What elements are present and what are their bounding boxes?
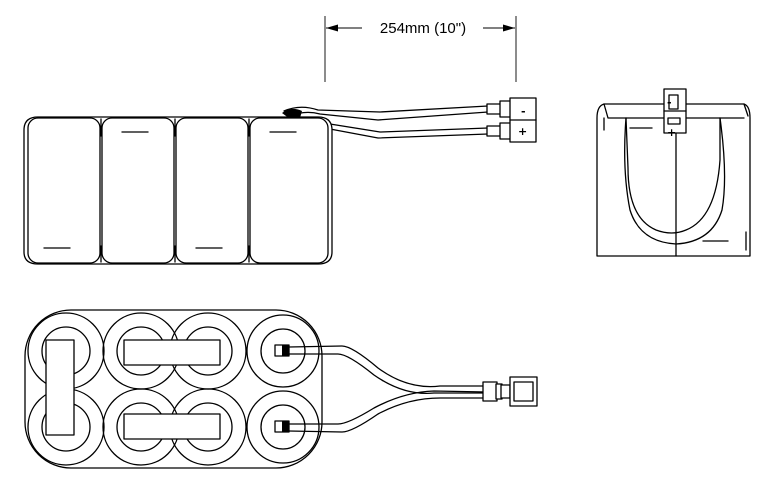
dimension-arrow-right: [503, 24, 515, 32]
side-view-cells: [27, 117, 329, 264]
top-view-pack-outline: [24, 309, 323, 469]
positive-terminal-label: +: [518, 125, 527, 138]
end-view-wrap-outline: [625, 117, 721, 234]
negative-terminal-label: -: [521, 105, 526, 118]
top-view-straps: [45, 339, 221, 440]
end-view: - +: [596, 88, 751, 257]
top-view-terminals: [274, 344, 290, 433]
top-view: [24, 309, 538, 469]
end-view-connector: - +: [663, 88, 687, 139]
top-view-connector: [482, 376, 538, 407]
dimension-annotation: 254mm (10"): [324, 16, 517, 82]
end-view-negative-label: -: [667, 96, 672, 109]
dimension-label: 254mm (10"): [380, 20, 466, 37]
side-view: - +: [23, 97, 537, 265]
dimension-arrow-left: [326, 24, 338, 32]
top-view-leads: [288, 345, 488, 433]
end-view-pack-body: [596, 103, 751, 257]
side-view-pack-body: [23, 116, 333, 265]
side-view-connector: - +: [486, 97, 537, 143]
end-view-positive-label: +: [667, 126, 676, 139]
